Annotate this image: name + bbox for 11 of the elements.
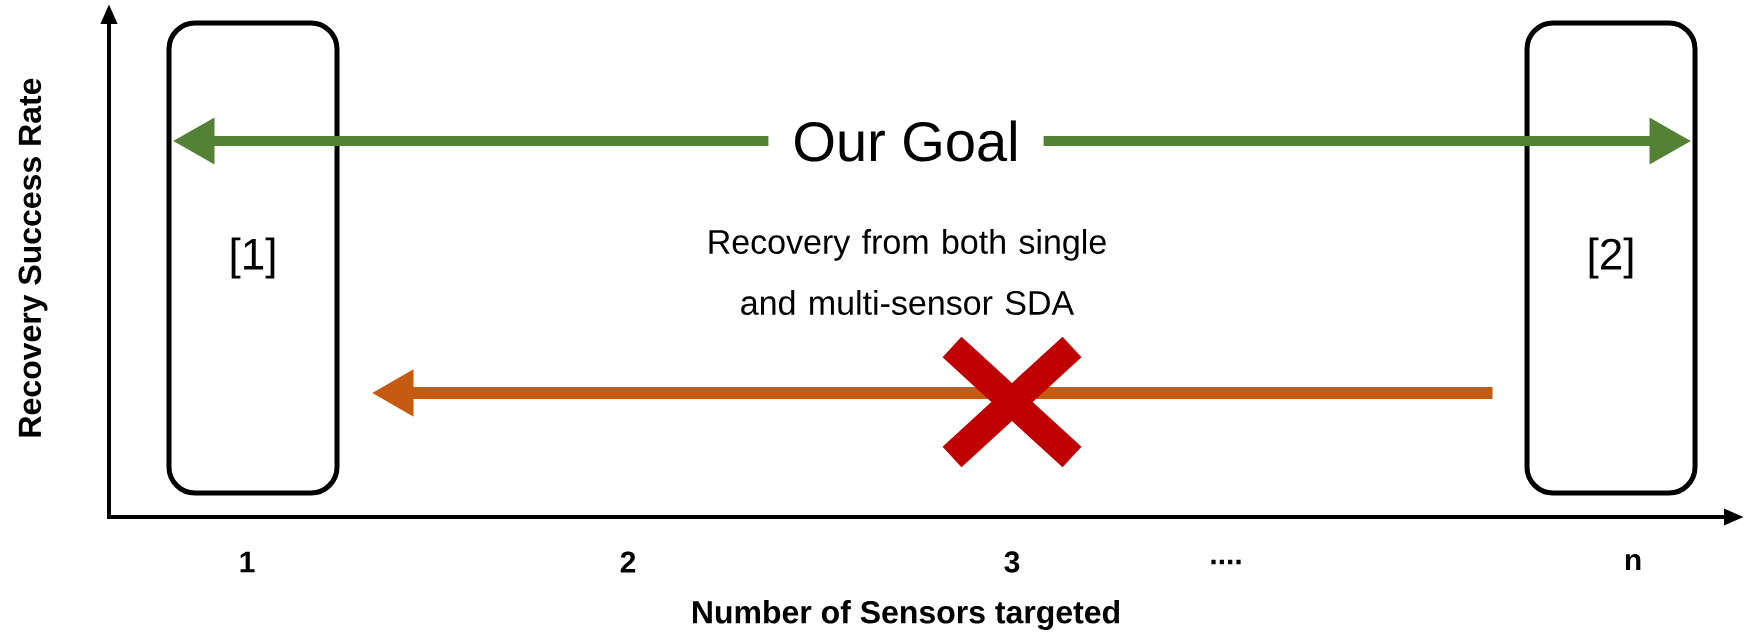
- axis-label: Recovery Success Rate: [18, 78, 48, 437]
- tick-label: 2: [620, 551, 636, 573]
- tick-label: n: [1625, 553, 1641, 571]
- axis-label: Number of Sensors targeted: [693, 600, 1119, 630]
- rounded-box: [1]: [166, 20, 340, 496]
- tick-label: ....: [1211, 559, 1241, 565]
- tick-label: 3: [1004, 551, 1020, 573]
- annotation-text: Recovery from both single and multi-sensor SDA: [709, 229, 1106, 315]
- rounded-box: [2]: [1524, 20, 1698, 496]
- tick-label: 1: [240, 551, 255, 573]
- edge-label: Our Goal: [768, 117, 1044, 165]
